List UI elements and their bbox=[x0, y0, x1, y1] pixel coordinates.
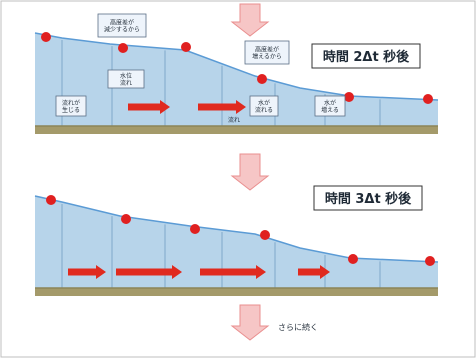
note-box bbox=[55, 95, 87, 117]
bottom-surface-point bbox=[348, 254, 358, 264]
note-text: 高度差が増えるから bbox=[252, 46, 282, 61]
bottom-flow-arrow bbox=[68, 265, 106, 279]
top-surface-point bbox=[181, 42, 191, 52]
bottom-surface-point bbox=[121, 214, 131, 224]
top-surface-point bbox=[344, 92, 354, 102]
bottom-surface-point bbox=[260, 230, 270, 240]
middle-down-arrow bbox=[230, 153, 270, 191]
bottom-water-surface bbox=[34, 195, 439, 263]
note-box bbox=[249, 95, 279, 117]
top-flow-arrow bbox=[198, 100, 246, 114]
bottom-time-label-box bbox=[313, 185, 423, 211]
bottom-surface-point bbox=[425, 256, 435, 266]
bottom-flow-arrow bbox=[116, 265, 182, 279]
bottom-flow-arrow bbox=[200, 265, 266, 279]
bottom-surface-point bbox=[190, 224, 200, 234]
bottom-flow-arrow bbox=[298, 265, 330, 279]
top-down-arrow bbox=[230, 3, 270, 37]
top-surface-point bbox=[423, 94, 433, 104]
note-box bbox=[314, 95, 346, 117]
top-time-label: 時間 2Δt 秒後 bbox=[323, 49, 410, 65]
top-time-label-box bbox=[311, 43, 421, 69]
note-text: 水が流れる bbox=[255, 99, 273, 114]
note-text: 水位流れ bbox=[120, 72, 132, 87]
top-ground bbox=[35, 126, 438, 134]
note-box bbox=[244, 40, 290, 65]
note-text: 流れが生じる bbox=[62, 99, 80, 114]
continue-caption: さらに続く bbox=[278, 322, 318, 332]
bottom-surface-point bbox=[46, 195, 56, 205]
note-box bbox=[107, 69, 145, 89]
note-text: 水が増える bbox=[321, 99, 339, 114]
top-water-surface bbox=[34, 32, 439, 101]
top-surface-point bbox=[41, 32, 51, 42]
top-surface-point bbox=[118, 43, 128, 53]
note-text-small: 流れ bbox=[228, 116, 240, 124]
top-surface-point bbox=[257, 74, 267, 84]
bottom-panel bbox=[34, 195, 439, 296]
note-box bbox=[97, 13, 147, 38]
bottom-ground bbox=[35, 288, 438, 296]
bottom-down-arrow bbox=[230, 304, 270, 341]
bottom-time-label: 時間 3Δt 秒後 bbox=[325, 191, 412, 207]
top-flow-arrow bbox=[128, 100, 170, 114]
note-text: 高度差が減少するから bbox=[104, 19, 140, 34]
